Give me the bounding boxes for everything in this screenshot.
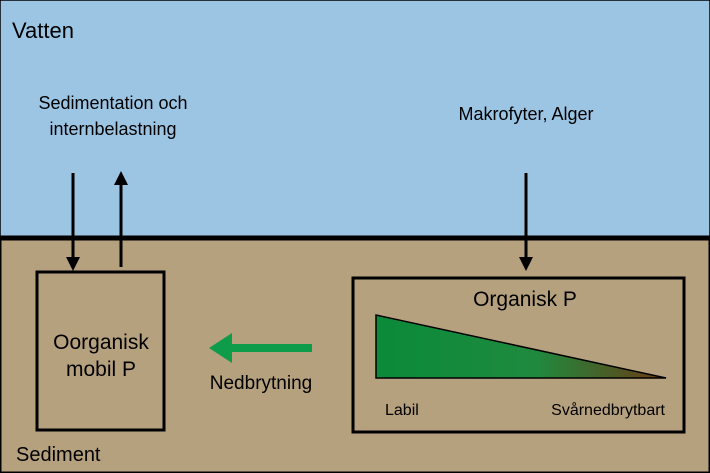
arrow-left-icon: [209, 333, 312, 363]
lability-gradient-wedge: [375, 314, 667, 379]
inorganic-p-line1: Oorganisk: [53, 331, 149, 354]
inorganic-p-line2: mobil P: [66, 358, 136, 381]
sediment-label: Sediment: [16, 444, 101, 466]
labile-label: Labil: [385, 402, 419, 419]
macrophytes-caption: Makrofyter, Alger: [458, 104, 593, 124]
sediment-border: [0, 238, 710, 473]
refractory-label: Svårnedbrytbart: [551, 401, 665, 419]
organic-p-title: Organisk P: [473, 288, 577, 311]
arrow-down-icon: [519, 173, 533, 271]
water-label: Vatten: [12, 18, 74, 43]
sedimentation-caption-line2: internbelastning: [49, 119, 176, 139]
decomposition-label: Nedbrytning: [210, 373, 312, 394]
arrow-down-icon: [66, 173, 80, 271]
water-zone: [0, 0, 710, 239]
organic-p-box: [351, 276, 686, 434]
sedimentation-caption-line1: Sedimentation och: [38, 93, 187, 113]
inorganic-p-box: [35, 270, 166, 432]
arrow-up-icon: [114, 171, 128, 267]
